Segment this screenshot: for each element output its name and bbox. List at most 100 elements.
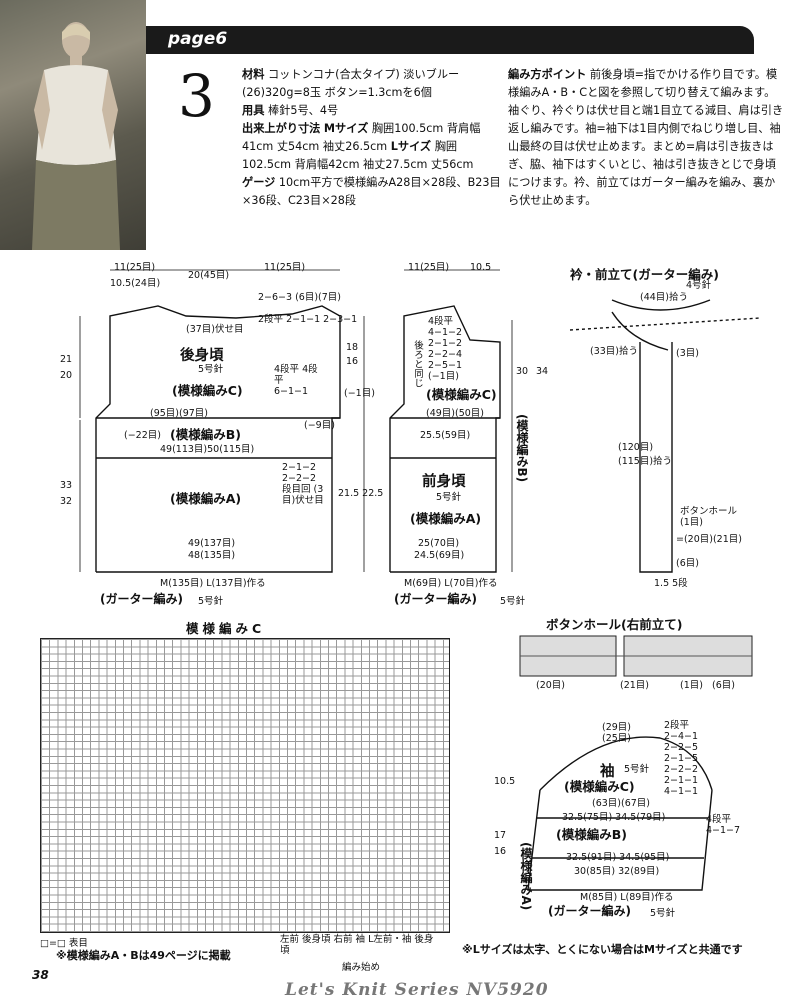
collar-outline [569,299,761,573]
sleeve-needle: 5号針 [624,764,650,775]
sleeve-cast-on: M(85目) L(89目)作る [580,892,674,903]
collar-row-6: (6目) [676,558,699,569]
back-width-b1: (95目)(97目) [150,408,209,419]
gauge-text: 10cm平方で模様編みA28目×28段、B23目×36段、C23目×28段 [242,176,501,207]
sleeve-width-c: (63目)(67目) [592,798,651,809]
front-title: 前身頃 [422,474,466,490]
front-pattern-b-vertical: (模様編みB) [515,414,529,483]
page-label: page6 [168,29,228,49]
back-width-a: 49(137目) [188,538,236,549]
back-height-33: 33 [60,480,73,491]
buttonhole-label-6: (6目) [712,680,735,691]
back-dec-1: (−1目) [344,388,375,399]
front-garter: (ガーター編み) [394,592,477,606]
collar-pick-115: (115目)拾う [618,456,673,467]
buttonhole-label-1: (1目) [680,680,703,691]
chart-c-title: 模様編みC [186,621,266,636]
chart-cast-label: 編み始め [342,962,381,973]
front-neck-rows: 4段平 4−1−2 2−1−2 2−2−4 2−5−1 (−1目) [428,316,463,382]
front-width-b: (49目)(50目) [426,408,485,419]
sleeve-width-b2: 32.5(91目) 34.5(95目) [566,852,670,863]
sleeve-pattern-a: (模様編みA) [519,842,533,911]
back-shoulder-width: 11(25目) [114,262,156,273]
back-body-outline [95,305,341,573]
materials-block: 材料 コットンコナ(合太タイプ) 淡いブルー(26)320g=8玉 ボタン=1.… [242,66,504,210]
knitting-points: 編み方ポイント 前後身頃=指でかける作り目です。模様編みA・B・Cと図を参照して… [508,66,784,210]
sleeve-title: 袖 [600,764,615,780]
back-shoulder-width-right: 11(25目) [264,262,306,273]
collar-needle: 4号針 [686,280,712,291]
size-l-text: 胸囲102.5cm 背肩幅42cm 袖丈27.5cm 丈56cm [242,140,474,171]
buttonhole-label-20: (20目) [536,680,566,691]
chart-marks: 左前 後身頃 右前 袖 L左前・袖 後身頃 [280,934,434,956]
size-m-label: Mサイズ [323,122,369,135]
collar-buttonhole: ボタンホール (1目) [680,506,738,528]
chart-c-grid [40,638,450,933]
back-height-18: 18 [346,342,359,353]
pattern-number: 3 [178,62,215,130]
back-width-a2: 48(135目) [188,550,236,561]
collar-height-15: 1.5 5段 [654,578,688,589]
back-garter: (ガーター編み) [100,592,183,606]
back-neck-width: 20(45目) [188,270,230,281]
back-shoulder-width-l: 10.5(24目) [110,278,161,289]
tools-text: 棒針5号、4号 [267,104,339,117]
series-footer: Let's Knit Series NV5920 [285,980,549,1000]
back-dec-9: (−9目) [304,420,335,431]
back-neck-bind: (37目)伏せ目 [186,324,244,335]
front-cast-on: M(69目) L(70目)作る [404,578,498,589]
front-width-b2: 25.5(59目) [420,430,471,441]
page-number: 38 [32,968,49,982]
dimension-lines [79,269,513,572]
back-title: 後身頃 [180,348,224,364]
back-height-20: 20 [60,370,73,381]
size-note: ※Lサイズは太字、とくにない場合はMサイズと共通です [462,943,743,956]
sleeve-pattern-b: (模様編みB) [556,827,627,842]
back-armhole-rows: 4段平 4段平 6−1−1 [274,364,318,397]
size-l-label: Lサイズ [390,140,432,153]
sleeve-outline [527,736,713,891]
front-needle: 5号針 [436,492,462,503]
collar-pick-neck: (44目)拾う [640,292,689,303]
front-body-outline [389,305,501,573]
model-figure-illustration [32,22,120,250]
buttonhole-chart [519,635,753,677]
back-height-side: 21.5 22.5 [338,488,384,499]
back-shoulder-rows: 2−6−3 (6目)(7目) [258,292,341,303]
front-shoulder: 11(25目) [408,262,450,273]
sleeve-garter: (ガーター編み) [548,904,631,918]
front-same-as-back: 後ろと同じ [412,340,423,388]
front-neck: 10.5 [470,262,492,273]
back-garter-needle: 5号針 [198,596,224,607]
back-width-b2: 49(113目)50(115目) [160,444,255,455]
back-needle: 5号針 [198,364,224,375]
front-pattern-c: (模様編みC) [426,387,497,402]
front-height-30: 30 [516,366,529,377]
front-height-34: 34 [536,366,549,377]
points-label: 編み方ポイント [508,68,587,81]
sleeve-width-a: 30(85目) 32(89目) [574,866,660,877]
page-header-band: page6 [146,26,754,54]
front-width-a2: 24.5(69目) [414,550,465,561]
front-width-a: 25(70目) [418,538,460,549]
materials-label: 材料 [242,68,265,81]
back-neck-rows: 2段平 2−1−1 2−3−1 [258,314,358,325]
sleeve-garter-needle: 5号針 [650,908,676,919]
back-height-32: 32 [60,496,73,507]
collar-pick-33: (33目)拾う [590,346,639,357]
front-pattern-a: (模様編みA) [410,511,482,526]
back-pattern-a: (模様編みA) [170,491,242,506]
sleeve-pattern-c: (模様編みC) [564,779,635,794]
back-height-21: 21 [60,354,73,365]
tools-label: 用具 [242,104,265,117]
chart-note-ab: ※模様編みA・Bは49ページに掲載 [56,949,231,962]
back-dec-22: (−22目) [124,430,161,441]
back-side-rows: 2−1−2 2−2−2 段目回 (3目)伏せ目 [282,462,324,506]
collar-buttonhole-count: =(20目)(21目) [676,534,742,545]
sleeve-cap-rows: 2段平 2−4−1 2−2−5 2−1−5 2−2−2 2−1−1 4−1−1 [664,720,699,797]
materials-text: コットンコナ(合太タイプ) 淡いブルー(26)320g=8玉 ボタン=1.3cm… [242,68,460,99]
sleeve-height-105: 10.5 [494,776,516,787]
buttonhole-title: ボタンホール(右前立て) [546,617,683,632]
back-pattern-b: (模様編みB) [170,427,241,442]
